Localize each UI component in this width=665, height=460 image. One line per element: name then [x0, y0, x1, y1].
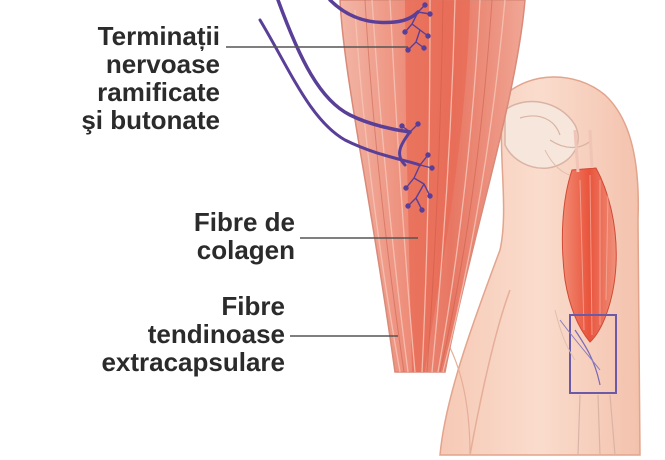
label-collagen-line-1: Fibre de — [193, 207, 295, 237]
nerve-fibers — [258, 0, 422, 167]
label-collagen-fibers: Fibre de colagen — [150, 208, 295, 264]
branched-nerve-endings — [399, 2, 435, 213]
label-tendon-line-3: extracapsulare — [101, 347, 285, 377]
tendon-fiber-bundle — [339, 0, 526, 373]
label-nerve-endings-line-2: nervoase — [105, 49, 220, 79]
biceps-muscle — [561, 129, 617, 343]
label-tendon-line-1: Fibre — [221, 291, 285, 321]
label-tendon-line-2: tendinoase — [147, 319, 285, 349]
leader-lines — [226, 46, 418, 337]
label-nerve-endings-line-1: Terminații — [97, 21, 220, 51]
label-nerve-endings-line-3: ramificate — [97, 77, 220, 107]
label-nerve-endings: Terminații nervoase ramificate şi butona… — [40, 22, 220, 134]
label-tendon-fibers: Fibre tendinoase extracapsulare — [40, 292, 285, 376]
label-collagen-line-2: colagen — [196, 235, 295, 265]
elbow-inset-box — [554, 309, 617, 456]
label-nerve-endings-line-4: şi butonate — [81, 105, 220, 135]
